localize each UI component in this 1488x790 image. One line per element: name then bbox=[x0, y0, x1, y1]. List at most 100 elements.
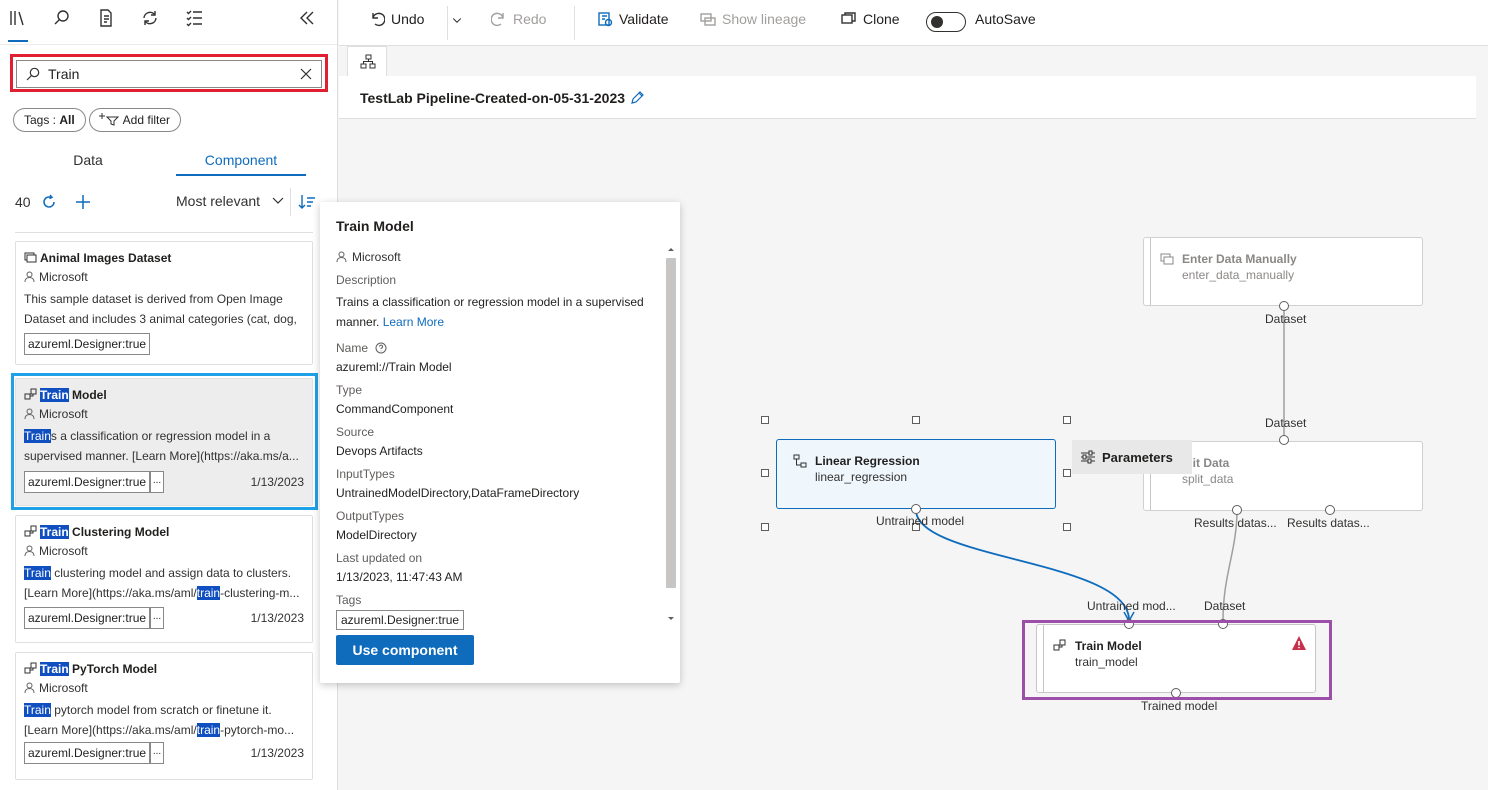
parameters-button[interactable]: Parameters bbox=[1072, 440, 1192, 474]
divider bbox=[574, 6, 575, 40]
refresh-icon[interactable] bbox=[140, 8, 164, 32]
clone-button[interactable]: Clone bbox=[841, 11, 900, 33]
popup-scrollbar[interactable] bbox=[664, 242, 678, 627]
card-description: Train pytorch model from scratch or fine… bbox=[24, 700, 308, 740]
card-title: Animal Images Dataset bbox=[24, 251, 171, 265]
scrollbar-thumb[interactable] bbox=[666, 258, 676, 588]
output-port[interactable] bbox=[1279, 301, 1289, 311]
card-author-name: Microsoft bbox=[39, 407, 88, 421]
last-updated-value: 1/13/2023, 11:47:43 AM bbox=[336, 570, 463, 584]
card-tag: azureml.Designer:true bbox=[24, 607, 151, 629]
search-match-highlight: Train bbox=[24, 566, 51, 580]
sort-dropdown[interactable]: Most relevant bbox=[176, 193, 284, 209]
description-value: Trains a classification or regression mo… bbox=[336, 292, 646, 332]
card-author-name: Microsoft bbox=[39, 270, 88, 284]
name-label: Name bbox=[336, 341, 387, 355]
card-date: 1/13/2023 bbox=[250, 475, 304, 489]
node-enter-data-manually[interactable]: Enter Data Manually enter_data_manually bbox=[1143, 237, 1423, 306]
show-lineage-button[interactable]: Show lineage bbox=[700, 11, 806, 33]
more-tags-button[interactable]: ... bbox=[150, 607, 164, 629]
node-linear-regression[interactable]: Linear Regression linear_regression bbox=[776, 439, 1056, 509]
autosave-toggle[interactable] bbox=[926, 12, 966, 32]
search-icon[interactable] bbox=[52, 8, 76, 32]
resize-handle[interactable] bbox=[912, 523, 920, 531]
port-label: Untrained mod... bbox=[1087, 599, 1176, 613]
collapse-panel-icon[interactable] bbox=[296, 8, 320, 32]
sort-order-button[interactable] bbox=[290, 188, 320, 216]
add-icon[interactable] bbox=[74, 193, 92, 211]
component-card[interactable]: Train PyTorch Model Microsoft Train pyto… bbox=[15, 652, 313, 780]
resize-handle[interactable] bbox=[761, 416, 769, 424]
component-card-train-model[interactable]: Train Model Microsoft Trains a classific… bbox=[15, 378, 313, 506]
tab-data[interactable]: Data bbox=[73, 152, 103, 168]
card-author: Microsoft bbox=[24, 544, 88, 558]
pipeline-title-bar: TestLab Pipeline-Created-on-05-31-2023 bbox=[339, 76, 1476, 119]
card-tag: azureml.Designer:true bbox=[24, 742, 151, 764]
input-types-label: InputTypes bbox=[336, 467, 395, 481]
use-component-button[interactable]: Use component bbox=[336, 635, 474, 665]
port-label: Results datas... bbox=[1287, 516, 1370, 530]
edge-split-to-train bbox=[1222, 509, 1238, 621]
autosave-label: AutoSave bbox=[975, 11, 1036, 27]
component-details-popup: Train Model Microsoft Description Trains… bbox=[320, 202, 680, 683]
refresh-icon[interactable] bbox=[40, 193, 58, 211]
search-input[interactable] bbox=[48, 64, 298, 84]
show-lineage-label: Show lineage bbox=[722, 11, 807, 27]
port-label: Dataset bbox=[1265, 416, 1307, 430]
output-port[interactable] bbox=[1325, 505, 1335, 515]
checklist-icon[interactable] bbox=[184, 8, 208, 32]
scroll-down-icon[interactable] bbox=[664, 614, 678, 624]
tags-filter-chip[interactable]: Tags : All bbox=[13, 108, 86, 132]
search-match-highlight: train bbox=[196, 723, 221, 737]
divider bbox=[447, 6, 448, 40]
card-date: 1/13/2023 bbox=[250, 746, 304, 760]
resize-handle[interactable] bbox=[1063, 416, 1071, 424]
input-port[interactable] bbox=[1279, 435, 1289, 445]
output-port[interactable] bbox=[911, 504, 921, 514]
redo-button[interactable]: Redo bbox=[490, 11, 546, 33]
node-train-model[interactable]: Train Model train_model bbox=[1036, 624, 1316, 693]
component-card[interactable]: Train Clustering Model Microsoft Train c… bbox=[15, 515, 313, 643]
node-subtitle: train_model bbox=[1075, 655, 1138, 669]
scroll-up-icon[interactable] bbox=[664, 244, 678, 254]
search-highlight-box bbox=[10, 54, 328, 92]
port-label: Dataset bbox=[1265, 312, 1307, 326]
close-icon[interactable] bbox=[299, 67, 313, 81]
validate-button[interactable]: Validate bbox=[597, 11, 669, 33]
resize-handle[interactable] bbox=[1063, 523, 1071, 531]
undo-button[interactable]: Undo bbox=[369, 11, 424, 33]
component-card[interactable]: Animal Images Dataset Microsoft This sam… bbox=[15, 241, 313, 365]
resize-handle[interactable] bbox=[761, 523, 769, 531]
resize-handle[interactable] bbox=[1063, 469, 1071, 477]
add-filter-button[interactable]: Add filter bbox=[89, 108, 182, 132]
input-port[interactable] bbox=[1218, 619, 1228, 629]
search-match-highlight: Train bbox=[40, 525, 69, 539]
search-match-highlight: Train bbox=[24, 429, 51, 443]
parameters-label: Parameters bbox=[1102, 450, 1173, 465]
info-icon[interactable] bbox=[375, 342, 387, 354]
node-title: plit Data bbox=[1182, 456, 1230, 470]
tab-component[interactable]: Component bbox=[204, 152, 278, 168]
card-title-text: Model bbox=[68, 388, 107, 402]
input-port[interactable] bbox=[1124, 619, 1134, 629]
tab-pipeline[interactable] bbox=[347, 46, 387, 77]
list-divider bbox=[15, 232, 313, 233]
resize-handle[interactable] bbox=[761, 469, 769, 477]
more-tags-button[interactable]: ... bbox=[150, 742, 164, 764]
learn-more-link[interactable]: Learn More bbox=[382, 315, 445, 329]
search-box[interactable] bbox=[16, 60, 322, 88]
document-icon[interactable] bbox=[96, 8, 120, 32]
result-count: 40 bbox=[15, 193, 92, 211]
warning-icon[interactable] bbox=[1291, 635, 1307, 651]
edit-icon[interactable] bbox=[629, 90, 645, 106]
undo-history-dropdown[interactable] bbox=[451, 10, 469, 32]
toggle-knob bbox=[931, 16, 943, 28]
pipeline-canvas[interactable]: Enter Data Manually enter_data_manually … bbox=[339, 120, 1488, 790]
output-port[interactable] bbox=[1232, 505, 1242, 515]
library-icon[interactable] bbox=[8, 8, 32, 32]
more-tags-button[interactable]: ... bbox=[150, 471, 164, 493]
card-description-link-end: -clustering-m... bbox=[220, 586, 300, 600]
card-title-text: Clustering Model bbox=[68, 525, 170, 539]
resize-handle[interactable] bbox=[912, 416, 920, 424]
card-author: Microsoft bbox=[24, 407, 88, 421]
